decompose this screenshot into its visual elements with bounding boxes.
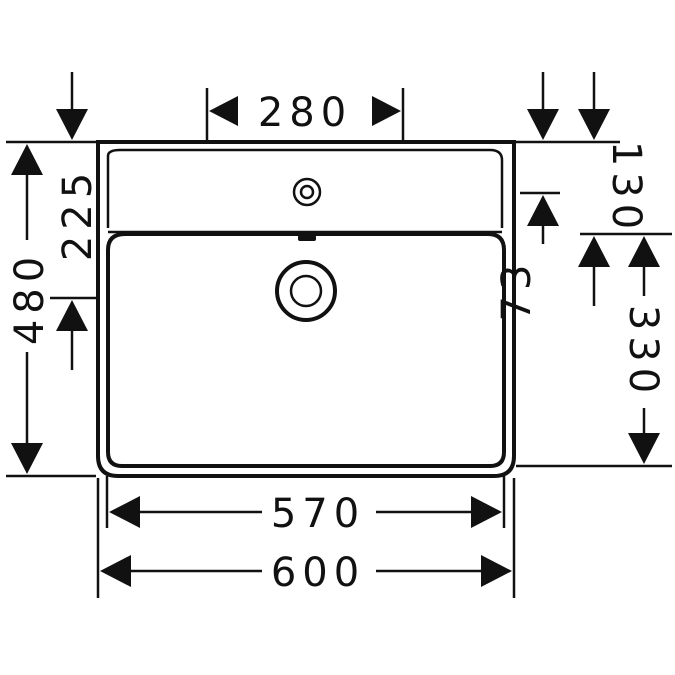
dimension-label-right-top-offset: 130 (603, 141, 649, 235)
dimension-label-basin-width: 570 (271, 491, 365, 537)
dimension-overall-width: 600 (96, 478, 516, 598)
dimension-label-basin-depth: 330 (620, 305, 666, 399)
dimension-overall-depth: 480 (6, 140, 96, 478)
dimension-label-left-offset: 225 (55, 167, 101, 261)
dimension-left-offset: 225 (50, 72, 101, 370)
dimension-basin-depth: 330 (516, 236, 672, 468)
dimension-label-right-inner-offset: 73 (494, 259, 540, 322)
dimension-label-top-width: 280 (258, 90, 352, 136)
drain-icon (275, 260, 337, 322)
tap-hole-icon (292, 177, 322, 207)
dimension-right-inner-offset: 73 (494, 191, 560, 322)
dimension-right-top-offset: 130 (516, 72, 672, 306)
dimension-label-overall-depth: 480 (7, 251, 53, 345)
dimension-top-width: 280 (205, 88, 405, 140)
dimension-basin-width: 570 (105, 476, 506, 537)
overflow-icon (298, 235, 316, 241)
washbasin-outline (96, 140, 516, 478)
dimension-label-overall-width: 600 (271, 550, 365, 596)
